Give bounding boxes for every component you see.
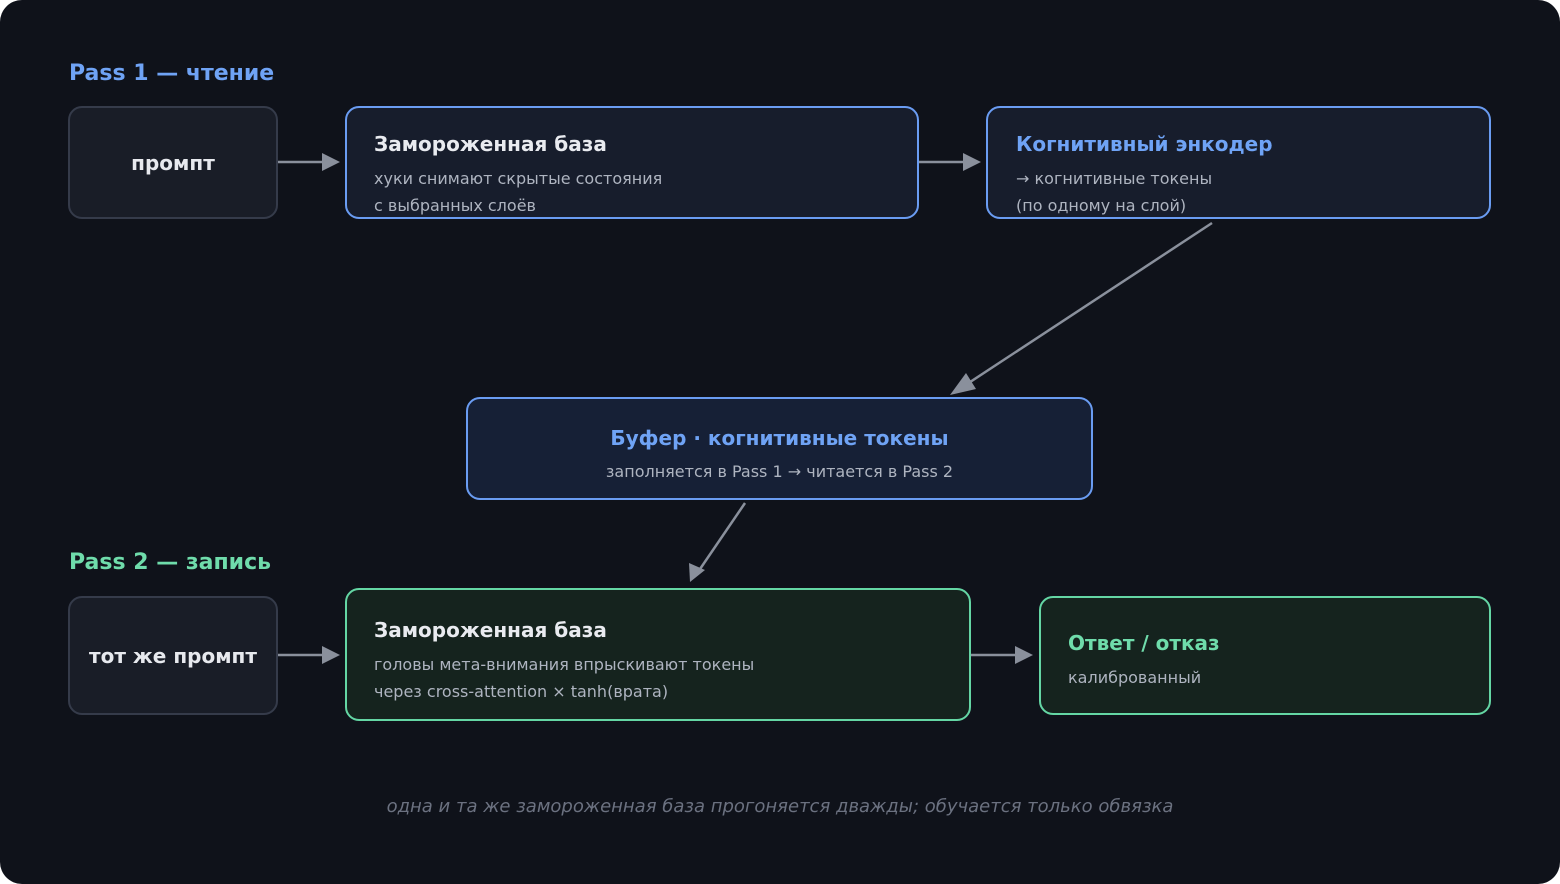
arrow-encoder-to-buffer xyxy=(960,221,1213,390)
pass1-frozen-base-box: Замороженная база хуки снимают скрытые с… xyxy=(345,106,919,219)
pass1-base-line2: с выбранных слоёв xyxy=(374,196,536,215)
arrowhead-buffer-to-base2 xyxy=(689,563,705,582)
arrow-buffer-to-base2 xyxy=(696,502,747,573)
buffer-title: Буфер · когнитивные токены xyxy=(610,426,949,450)
arrowhead-encoder-to-buffer xyxy=(950,373,976,395)
pass2-prompt-box: тот же промпт xyxy=(68,596,278,715)
answer-title: Ответ / отказ xyxy=(1068,631,1220,655)
pass2-prompt-label: тот же промпт xyxy=(89,643,257,668)
pass1-label: Pass 1 — чтение xyxy=(69,61,275,86)
encoder-title: Когнитивный энкодер xyxy=(1016,132,1273,156)
answer-box: Ответ / отказ калиброванный xyxy=(1039,596,1491,715)
pass2-base-line2: через cross-attention × tanh(врата) xyxy=(374,682,669,701)
buffer-subtitle: заполняется в Pass 1 → читается в Pass 2 xyxy=(605,462,954,481)
arrowhead-prompt2-to-base2 xyxy=(322,646,340,664)
arrowhead-prompt-to-base1 xyxy=(322,153,340,171)
encoder-line2: (по одному на слой) xyxy=(1016,196,1187,215)
pass2-base-title: Замороженная база xyxy=(374,618,607,642)
encoder-line1: → когнитивные токены xyxy=(1016,169,1213,188)
pass2-label: Pass 2 — запись xyxy=(69,550,272,575)
buffer-box: Буфер · когнитивные токены заполняется в… xyxy=(466,397,1093,500)
pass1-base-line1: хуки снимают скрытые состояния xyxy=(374,169,663,188)
answer-line1: калиброванный xyxy=(1068,668,1202,687)
arrowhead-base1-to-encoder xyxy=(963,153,981,171)
arrowhead-base2-to-answer xyxy=(1015,646,1033,664)
pass1-prompt-label: промпт xyxy=(131,150,215,175)
footer-caption: одна и та же замороженная база прогоняет… xyxy=(386,796,1174,817)
pass1-base-title: Замороженная база xyxy=(374,132,607,156)
pass2-base-line1: головы мета-внимания впрыскивают токены xyxy=(374,655,755,674)
pass1-prompt-box: промпт xyxy=(68,106,278,219)
cognitive-encoder-box: Когнитивный энкодер → когнитивные токены… xyxy=(986,106,1491,219)
pass2-frozen-base-box: Замороженная база головы мета-внимания в… xyxy=(345,588,971,721)
